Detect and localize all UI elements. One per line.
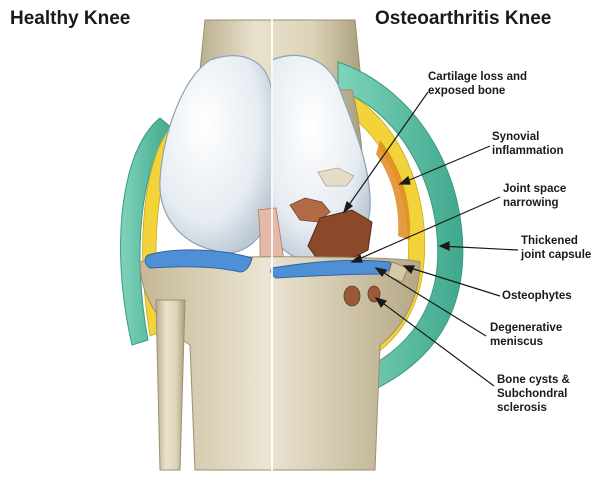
leader-joint-space [352,197,500,262]
label-line: Cartilage loss and [428,70,527,84]
label-line: meniscus [490,335,562,349]
label-line: Subchondral [497,387,570,401]
label-bone-cysts: Bone cysts & Subchondral sclerosis [497,373,570,415]
label-line: exposed bone [428,84,527,98]
label-synovial-inflammation: Synovial inflammation [492,130,564,158]
label-line: narrowing [503,196,566,210]
label-line: sclerosis [497,401,570,415]
label-line: Bone cysts & [497,373,570,387]
label-osteophytes: Osteophytes [502,289,572,303]
healthy-condyle [160,56,272,253]
bone-cyst [344,286,360,306]
label-joint-space-narrowing: Joint space narrowing [503,182,566,210]
osteoarthritis-knee-heading: Osteoarthritis Knee [375,8,551,30]
label-line: Degenerative [490,321,562,335]
label-cartilage-loss: Cartilage loss and exposed bone [428,70,527,98]
label-degenerative-meniscus: Degenerative meniscus [490,321,562,349]
label-thickened-capsule: Thickened joint capsule [521,234,591,262]
label-line: joint capsule [521,248,591,262]
healthy-knee-heading: Healthy Knee [10,8,130,30]
label-line: Synovial [492,130,564,144]
fibula [156,300,185,470]
label-line: Thickened [521,234,591,248]
label-line: Osteophytes [502,289,572,303]
label-line: Joint space [503,182,566,196]
label-line: inflammation [492,144,564,158]
